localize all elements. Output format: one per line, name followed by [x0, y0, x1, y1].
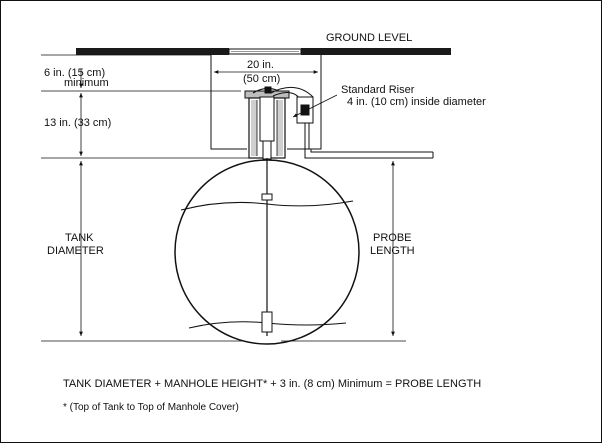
left-dimension-lines [41, 54, 261, 342]
tank-diameter-label-line1: TANK [65, 232, 94, 244]
riser-pointer [292, 94, 338, 118]
formula-text: TANK DIAMETER + MANHOLE HEIGHT* + 3 in. … [63, 378, 482, 390]
min-clearance-note: minimum [64, 77, 109, 89]
min-clearance-label: 6 in. (15 cm) [44, 67, 105, 79]
riser-diameter-label: 4 in. (10 cm) inside diameter [347, 96, 486, 108]
manhole-width-metric-label: (50 cm) [243, 73, 280, 85]
footnote-text: * (Top of Tank to Top of Manhole Cover) [63, 402, 239, 413]
tank [174, 158, 360, 345]
riser-height-label: 13 in. (33 cm) [44, 117, 111, 129]
probe-length-dimension [281, 161, 406, 342]
ground-level-label: GROUND LEVEL [326, 32, 412, 44]
manhole-width-label: 20 in. [247, 59, 274, 71]
ground-level [76, 48, 451, 55]
probe-length-label-line2: LENGTH [370, 245, 415, 257]
manhole-well [210, 55, 322, 150]
probe-length-label-line1: PROBE [373, 232, 412, 244]
riser-title-label: Standard Riser [341, 84, 415, 96]
conduit [304, 149, 434, 159]
tank-diameter-label-line2: DIAMETER [47, 245, 104, 257]
standard-riser [244, 86, 290, 160]
riser-cable [270, 87, 314, 149]
